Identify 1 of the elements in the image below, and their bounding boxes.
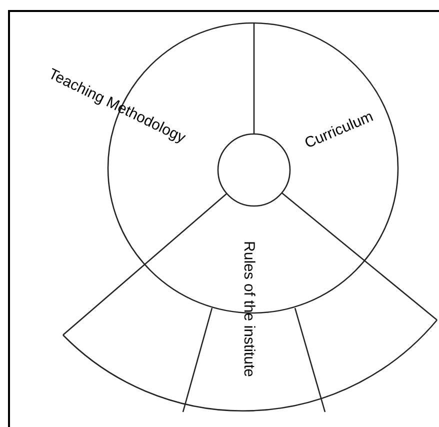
segment-label: Rules of the institute <box>242 241 256 377</box>
